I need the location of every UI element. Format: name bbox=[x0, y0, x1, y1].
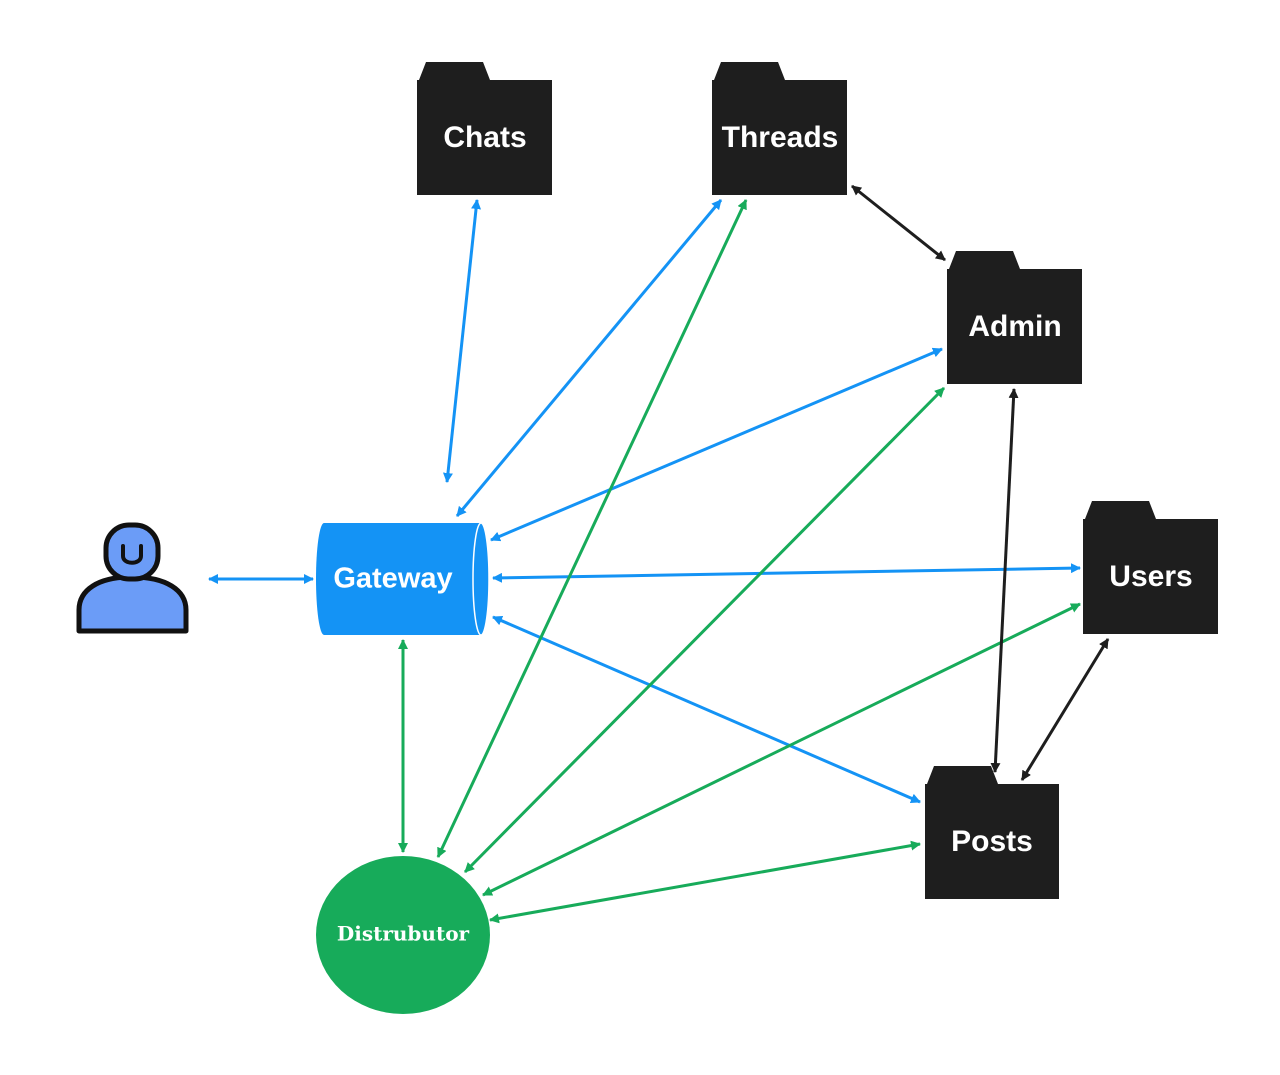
distributor-circle bbox=[316, 856, 490, 1014]
user-smile bbox=[121, 544, 143, 565]
edge-threads-admin bbox=[851, 184, 946, 262]
edge-distributor-posts bbox=[489, 840, 921, 924]
folder-icon bbox=[947, 251, 1082, 384]
edge-users-posts bbox=[1020, 638, 1110, 781]
folder-icon bbox=[925, 766, 1059, 899]
folder-label-posts: Posts bbox=[951, 825, 1033, 858]
edge-gateway-admin bbox=[490, 347, 943, 542]
connections bbox=[208, 184, 1110, 924]
folder-admin[interactable]: Admin bbox=[947, 251, 1082, 384]
user-icon[interactable] bbox=[76, 522, 189, 634]
edge-gateway-chats bbox=[442, 199, 482, 483]
folder-icon bbox=[1083, 501, 1218, 634]
edge-distributor-admin bbox=[463, 386, 946, 874]
folder-icon bbox=[417, 62, 552, 195]
folder-label-admin: Admin bbox=[968, 310, 1061, 343]
folder-chats[interactable]: Chats bbox=[417, 62, 552, 195]
edge-gateway-users bbox=[492, 563, 1081, 583]
edge-admin-posts bbox=[990, 388, 1019, 773]
folder-posts[interactable]: Posts bbox=[925, 766, 1059, 899]
folder-threads[interactable]: Threads bbox=[712, 62, 847, 195]
edge-gateway-threads bbox=[455, 199, 723, 517]
folder-label-users: Users bbox=[1109, 560, 1192, 593]
folder-label-chats: Chats bbox=[443, 121, 526, 154]
gateway-cylinder-cap bbox=[472, 522, 490, 636]
gateway-cylinder bbox=[316, 523, 489, 635]
distributor-node[interactable]: Distrubutor bbox=[316, 856, 490, 1014]
distributor-label: Distrubutor bbox=[337, 922, 470, 946]
user-head bbox=[103, 522, 161, 582]
folder-icon bbox=[712, 62, 847, 195]
folder-users[interactable]: Users bbox=[1083, 501, 1218, 634]
user-body bbox=[76, 574, 189, 634]
edge-gateway-posts bbox=[492, 615, 921, 804]
gateway-label: Gateway bbox=[333, 563, 452, 595]
folder-label-threads: Threads bbox=[722, 121, 839, 154]
gateway-node[interactable]: Gateway bbox=[316, 522, 490, 636]
